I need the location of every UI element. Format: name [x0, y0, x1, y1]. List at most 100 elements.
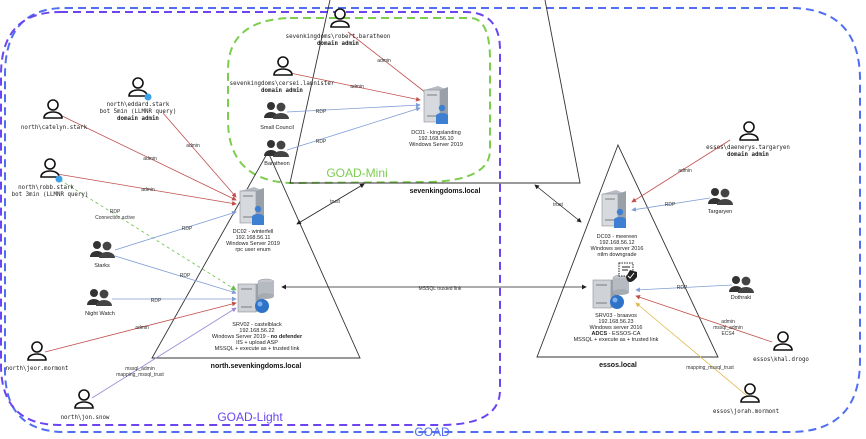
user-icon [27, 341, 47, 361]
dc01-name: DC01 - kingslanding [411, 130, 461, 136]
group-night-watch-label: Night Watch [85, 311, 115, 317]
user-icon [43, 99, 63, 119]
label-mssql-trusted-link: MSSQL trusted link [419, 286, 462, 292]
sql-ca-server-icon [592, 274, 630, 310]
user-catelyn-name: north\catelyn.stark [21, 125, 88, 131]
link-robert-dc01 [347, 31, 431, 97]
label-targaryen-rdp: RDP [665, 202, 676, 208]
user-jorah-name: essos\jorah.mormont [713, 409, 779, 415]
link-targaryen-dc03 [631, 197, 711, 212]
group-night-watch[interactable]: Night Watch [85, 289, 115, 317]
srv03-os: Windows server 2016 [590, 325, 643, 331]
user-eddard-stark[interactable]: north\eddard.stark bot 5min (LLMNR query… [100, 77, 177, 122]
group-icon [264, 140, 289, 157]
label-khal-admin: admin [721, 319, 735, 325]
link-baratheon-dc01 [286, 106, 421, 151]
link-khal-srv03 [635, 295, 773, 343]
dc01-os: Windows Server 2019 [409, 142, 463, 148]
label-nightwatch-rdp: RDP [151, 298, 162, 304]
dc02-os: Windows Server 2019 [226, 241, 280, 247]
srv03-name: SRV03 - braavos [595, 313, 637, 319]
group-icon [264, 102, 289, 119]
label-jeor-admin: admin [135, 325, 149, 331]
group-starks[interactable]: Starks [90, 241, 115, 269]
label-starks-srv02-rdp: RDP [180, 273, 191, 279]
dc03-name: DC03 - meereen [597, 234, 638, 240]
dc02-name: DC02 - winterfell [233, 229, 274, 235]
user-jorah-mormont[interactable]: essos\jorah.mormont [713, 383, 779, 415]
bot-icon [144, 93, 152, 101]
server-dc01[interactable]: DC01 - kingslanding 192.168.56.10 Window… [409, 85, 463, 148]
srv03-mssql: MSSQL + execute as + trusted link [574, 337, 659, 343]
user-eddard-name: north\eddard.stark [107, 102, 170, 108]
label-daenerys-admin: admin [678, 168, 692, 174]
sevenkingdoms-domain-label: sevenkingdoms.local [410, 188, 481, 195]
group-baratheon[interactable]: Baratheon [264, 140, 290, 167]
srv03-adcs-bold: ADCS [592, 331, 608, 337]
user-robert-baratheon[interactable]: sevenkingdoms\robert.baratheon domain ad… [286, 8, 391, 47]
group-targaryen-label: Targaryen [708, 209, 732, 215]
user-jeor-name: north\jeor.mormont [6, 366, 69, 372]
user-jon-snow[interactable]: north\jon.snow [61, 389, 110, 421]
group-baratheon-label: Baratheon [264, 161, 289, 167]
user-icon [739, 121, 759, 141]
label-trust-essos: trust [553, 202, 563, 208]
srv03-adcs-ca: - ESSOS-CA [607, 331, 641, 337]
user-robb-stark[interactable]: north\robb.stark bot 3min (LLMNR query) [12, 158, 89, 198]
essos-domain-label: essos.local [599, 362, 637, 369]
link-starks-dc02 [114, 210, 237, 251]
group-small-council-label: Small Council [260, 125, 294, 131]
server-dc02[interactable]: DC02 - winterfell 192.168.56.11 Windows … [226, 186, 280, 253]
user-cersei-lannister[interactable]: sevenkingdoms\cersei.lannister domain ad… [230, 56, 335, 94]
group-icon [90, 241, 115, 258]
group-dothraki[interactable]: Dothraki [729, 276, 754, 301]
dc03-ip: 192.168.56.12 [599, 240, 634, 246]
domain-controller-icon [423, 85, 449, 125]
essos-domain-shape [536, 143, 719, 358]
label-robert-admin: admin [377, 58, 391, 64]
group-targaryen[interactable]: Targaryen [708, 188, 733, 215]
label-dothraki-rdp: RDP [677, 285, 688, 291]
srv03-adcs: ADCS - ESSOS-CA [592, 331, 641, 337]
user-daenerys-name: essos\daenerys.targaryen [706, 145, 790, 151]
link-eddard-dc02 [162, 112, 237, 198]
server-dc03[interactable]: DC03 - meereen 192.168.56.12 Windows ser… [591, 189, 644, 258]
user-robb-name: north\robb.stark [18, 185, 74, 191]
group-small-council[interactable]: Small Council [260, 102, 294, 131]
goad-zone-border [4, 7, 861, 433]
server-srv02[interactable]: SRV02 - castelblack 192.168.56.22 Window… [212, 278, 303, 352]
link-cersei-dc01 [289, 72, 421, 102]
link-dothraki-srv03 [635, 284, 733, 293]
goad-mini-zone-label: GOAD-Mini [326, 166, 387, 180]
group-icon [708, 188, 733, 205]
link-smallcouncil-dc01 [286, 102, 421, 113]
user-eddard-bot: bot 5min (LLMNR query) [100, 109, 177, 115]
link-trust-north-seven [296, 183, 365, 225]
goad-zone-label: GOAD [414, 425, 450, 439]
srv03-ip: 192.168.56.23 [598, 319, 633, 325]
links [44, 31, 773, 401]
north-domain-shape [151, 151, 361, 359]
server-srv03[interactable]: SRV03 - braavos 192.168.56.23 Windows se… [574, 262, 659, 343]
goad-light-zone-label: GOAD-Light [217, 410, 283, 424]
label-baratheon-rdp: RDP [316, 139, 327, 145]
user-robert-name: sevenkingdoms\robert.baratheon [286, 34, 391, 40]
certificate-icon [618, 262, 637, 282]
label-eddard-admin: admin [186, 143, 200, 149]
user-khal-drogo[interactable]: essos\khal.drogo [753, 331, 809, 363]
group-dothraki-label: Dothraki [731, 295, 751, 301]
user-catelyn-stark[interactable]: north\catelyn.stark [21, 99, 88, 131]
link-jeor-srv02 [44, 301, 237, 353]
user-cersei-role: domain admin [261, 88, 303, 94]
label-jorah-mapping: mapping_mssql_trust [686, 365, 734, 371]
goad-light-zone-border [0, 11, 501, 426]
user-jeor-mormont[interactable]: north\jeor.mormont [6, 341, 69, 372]
dc02-ip: 192.168.56.11 [236, 235, 271, 241]
user-eddard-role: domain admin [117, 116, 159, 122]
dc03-os: Windows server 2016 [591, 246, 644, 252]
user-daenerys-role: domain admin [727, 152, 769, 158]
user-robb-bot: bot 3min (LLMNR query) [12, 192, 89, 198]
label-smallcouncil-rdp: RDP [316, 109, 327, 115]
user-daenerys-targaryen[interactable]: essos\daenerys.targaryen domain admin [706, 121, 790, 158]
